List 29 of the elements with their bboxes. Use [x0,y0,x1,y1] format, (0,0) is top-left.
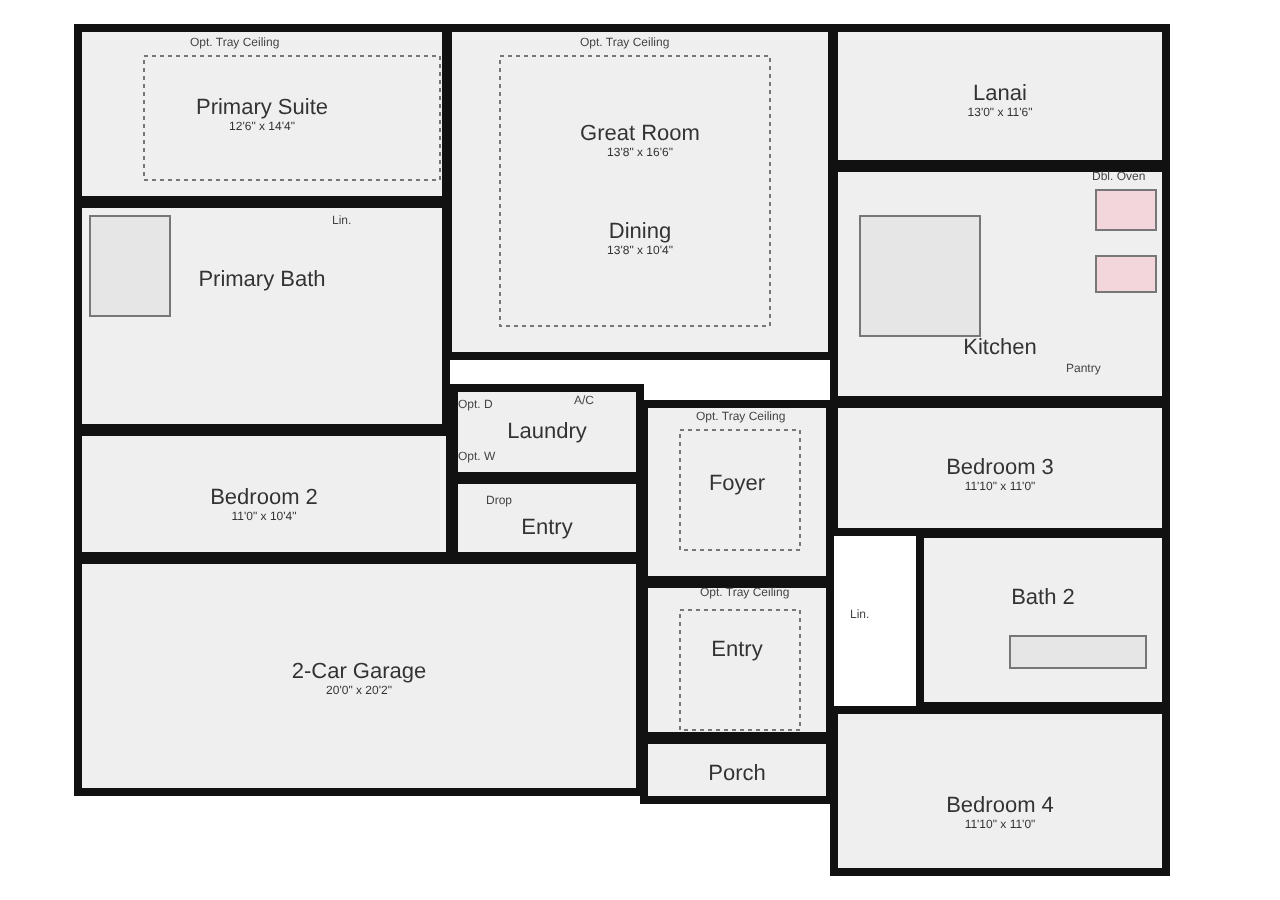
room-name: 2-Car Garage [289,660,429,684]
room-name: Primary Suite [193,96,331,120]
room-name: Laundry [505,420,589,444]
room-outline [74,428,454,560]
room-name: Great Room [578,122,702,146]
room-name: Lanai [971,82,1029,106]
room-outline [640,400,834,584]
room-name: Primary Bath [196,268,328,292]
room-name: Kitchen [961,336,1039,360]
room-outline [74,556,644,796]
room-name: Foyer [706,472,768,496]
room-name: Bedroom 2 [208,486,320,510]
room-outline [830,24,1170,168]
room-outline [830,400,1170,536]
room-outline [450,476,644,560]
room-name: Porch [706,762,768,786]
room-outline [640,736,834,804]
room-outline [640,580,834,740]
room-name: Dining [606,220,674,244]
room-outline [830,706,1170,876]
room-name: Entry [709,638,765,662]
room-name: Bedroom 3 [944,456,1056,480]
room-outline [444,190,836,360]
room-outline [444,24,836,194]
room-name: Entry [519,516,575,540]
room-outline [74,24,450,204]
room-name: Bedroom 4 [944,794,1056,818]
room-name: Bath 2 [1009,586,1077,610]
room-outline [450,384,644,480]
